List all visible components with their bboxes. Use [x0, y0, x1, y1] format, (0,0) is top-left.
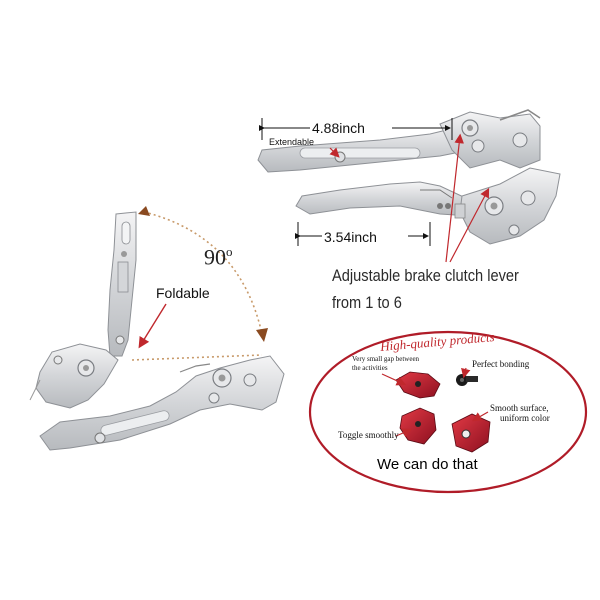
extendable-lever [257, 109, 541, 173]
small-gap-line1: Very small gap between [352, 355, 420, 363]
quality-panel [308, 330, 588, 494]
angle-value: 90 [204, 244, 226, 270]
arc-arrow-end [256, 328, 268, 342]
toggle-label: Toggle smoothly [338, 430, 399, 440]
bonding-label: Perfect bonding [472, 359, 530, 369]
adjustable-line1: Adjustable brake clutch lever [332, 266, 519, 285]
angle-label: 90o [204, 244, 233, 270]
adjustable-lever [295, 167, 561, 245]
red-part-1 [395, 371, 441, 399]
smooth-line1: Smooth surface, [490, 403, 549, 413]
length-short-label: 3.54inch [324, 229, 377, 245]
foldable-pointer [138, 303, 167, 349]
adjustable-line2: from 1 to 6 [332, 293, 402, 312]
extended-lower-lever [39, 355, 285, 451]
fold-angle-arc [143, 211, 263, 335]
angle-unit: o [226, 244, 233, 259]
adjustable-pointers [445, 133, 490, 263]
red-part-3 [451, 413, 491, 453]
dimension-long [259, 118, 453, 158]
smooth-line2: uniform color [500, 413, 550, 423]
slogan-label: We can do that [377, 456, 478, 473]
foldable-label: Foldable [156, 285, 210, 301]
fold-baseline [131, 354, 263, 361]
extendable-label: Extendable [269, 137, 315, 147]
small-gap-line2: the activities [352, 364, 388, 372]
folded-lever [29, 211, 137, 409]
dimension-short [295, 222, 431, 246]
length-extended-label: 4.88inch [312, 120, 365, 136]
arc-arrow-start [138, 206, 150, 216]
